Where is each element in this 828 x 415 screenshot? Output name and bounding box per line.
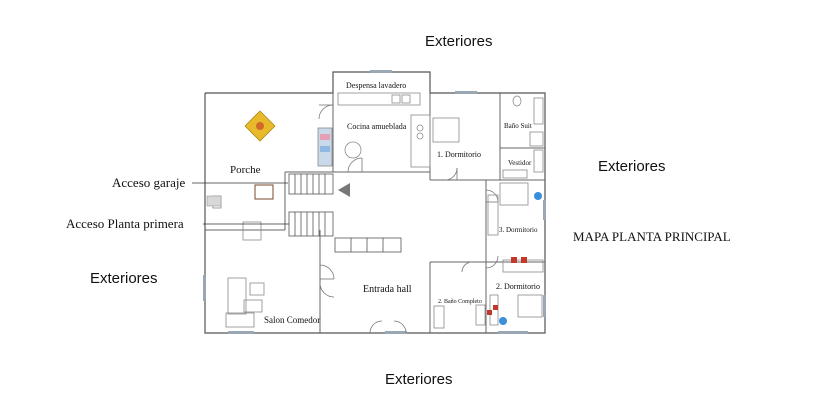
room-despensa-label: Despensa lavadero [346,81,407,90]
room-bano-completo-label: 2. Baño Completo [438,299,482,305]
map-title: MAPA PLANTA PRINCIPAL [573,229,731,244]
stairs-arrow [338,183,350,197]
outer-walls [204,71,546,334]
room-bano-suit-label: Baño Suit [504,122,532,130]
room-dormitorio2-label: 2. Dormitorio [496,282,540,291]
exteriores-left-label: Exteriores [90,270,158,287]
porch-lounger [317,127,333,167]
exteriores-top-label: Exteriores [425,33,493,50]
room-porche-label: Porche [230,164,261,176]
porch-bench [254,184,274,200]
stairs [288,173,402,253]
exteriores-bottom-label: Exteriores [385,371,453,388]
room-dormitorio1-label: 1. Dormitorio [437,150,481,159]
room-entrada-hall-label: Entrada hall [363,284,412,295]
exteriores-right-label: Exteriores [598,158,666,175]
room-dormitorio3-label: 3. Dormitorio [499,226,538,234]
decor-accents [487,192,542,325]
windows [203,70,546,334]
leader-lines [192,182,289,225]
acceso-planta-primera-label: Acceso Planta primera [66,216,184,231]
room-vestidor-label: Vestidor [508,159,532,167]
doors [318,104,499,334]
room-salon-comedor-label: Salon Comedor [264,315,321,325]
room-cocina-label: Cocina amueblada [347,122,407,131]
porch-planter [206,195,222,207]
acceso-garaje-label: Acceso garaje [112,175,186,190]
porch-table [244,110,276,142]
